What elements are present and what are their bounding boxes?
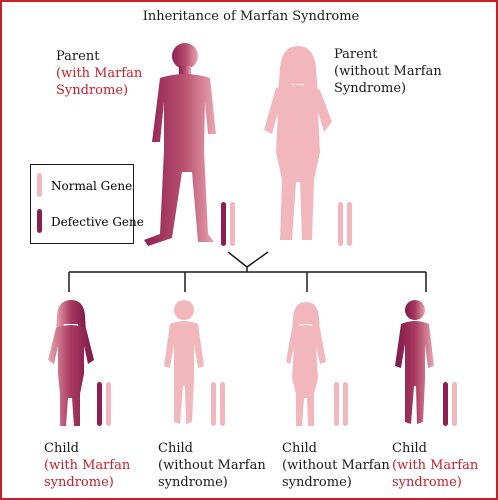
parent-status: (without Marfan — [334, 64, 442, 79]
diagram-title: Inheritance of Marfan Syndrome — [142, 9, 360, 24]
child-status: (with Marfan — [44, 458, 131, 473]
child-3-caption: Child (without Marfan syndrome) — [282, 440, 390, 491]
parent-unaffected-caption: Parent (without Marfan Syndrome) — [334, 46, 442, 97]
parent-status-line2: Syndrome) — [56, 83, 129, 98]
child-label: Child — [158, 441, 193, 456]
child-2-figure — [164, 300, 204, 424]
parent-affected-chromosomes — [221, 202, 235, 246]
child-4-figure — [395, 300, 434, 424]
child-2-chromosomes — [211, 382, 225, 426]
child-status-line2: syndrome) — [392, 475, 462, 490]
defective-gene-swatch — [37, 209, 42, 233]
parent-unaffected-chromosomes — [338, 202, 352, 246]
child-label: Child — [392, 441, 427, 456]
child-label: Child — [44, 441, 79, 456]
child-1-figure — [48, 300, 94, 426]
child-4-chromosomes — [443, 382, 457, 426]
gene-legend: Normal Gene Defective Gene — [30, 164, 144, 244]
parent-affected-figure — [144, 43, 216, 246]
parent-unaffected-figure — [264, 46, 332, 240]
child-3-chromosomes — [334, 382, 348, 426]
parent-affected-caption: Parent (with Marfan Syndrome) — [56, 48, 142, 99]
inheritance-connector — [68, 251, 427, 292]
parent-status: (with Marfan — [56, 66, 143, 81]
normal-gene-chromosome — [347, 202, 352, 246]
parent-label: Parent — [56, 49, 100, 64]
legend-normal-label: Normal Gene — [51, 179, 133, 193]
defective-gene-chromosome — [221, 202, 226, 246]
child-1-chromosomes — [97, 382, 111, 426]
child-status: (with Marfan — [392, 458, 479, 473]
parent-label: Parent — [334, 47, 378, 62]
child-status: (without Marfan — [158, 458, 266, 473]
child-status-line2: syndrome) — [282, 475, 352, 490]
child-status: (without Marfan — [282, 458, 390, 473]
normal-gene-swatch — [37, 173, 42, 197]
normal-gene-chromosome — [338, 202, 343, 246]
child-status-line2: syndrome) — [158, 475, 228, 490]
child-3-figure — [286, 302, 326, 426]
normal-gene-chromosome — [230, 202, 235, 246]
parent-status-line2: Syndrome) — [334, 81, 407, 96]
child-2-caption: Child (without Marfan syndrome) — [158, 440, 266, 491]
child-1-caption: Child (with Marfan syndrome) — [44, 440, 130, 491]
child-label: Child — [282, 441, 317, 456]
child-status-line2: syndrome) — [44, 475, 114, 490]
child-4-caption: Child (with Marfan syndrome) — [392, 440, 478, 491]
legend-defective-label: Defective Gene — [51, 215, 144, 229]
